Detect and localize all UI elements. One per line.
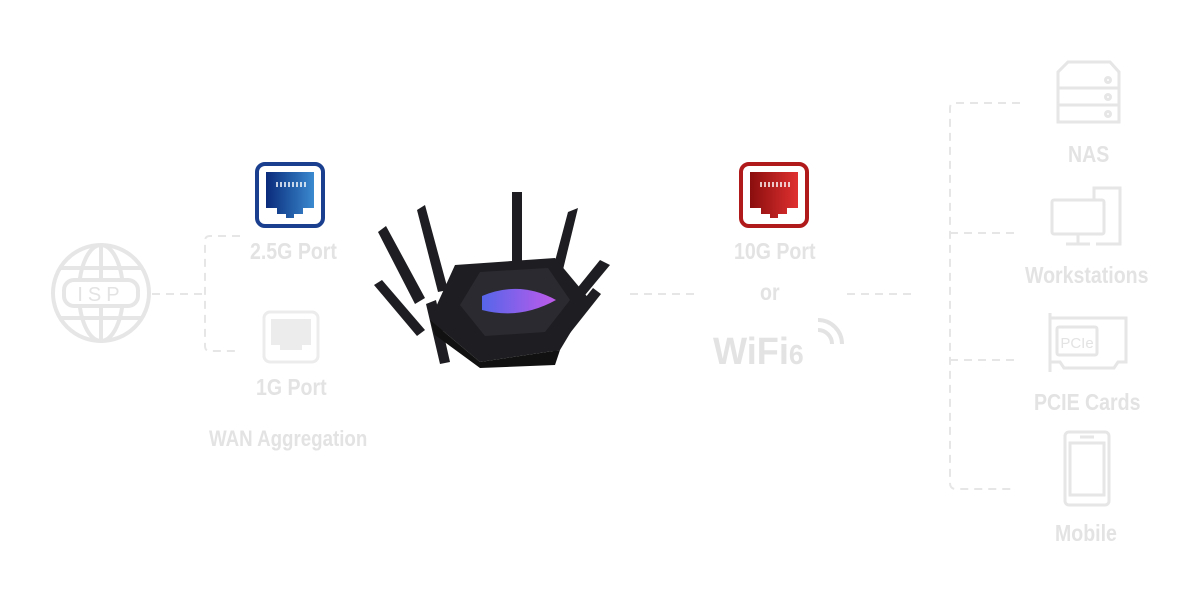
- port-1g-label: 1G Port: [256, 374, 327, 400]
- nas-icon: [1056, 60, 1121, 124]
- wifi-waves-icon: [817, 318, 844, 345]
- port-10g-label: 10G Port: [734, 238, 816, 264]
- wifi-version: 6: [788, 339, 804, 370]
- device-label-mobile: Mobile: [1055, 520, 1117, 546]
- device-label-nas: NAS: [1068, 141, 1110, 167]
- wifi-text: WiFi: [713, 331, 789, 373]
- device-label-pcie-cards: PCIE Cards: [1034, 389, 1141, 415]
- ethernet-port-blue-icon: [255, 162, 325, 228]
- connector-lines: [152, 102, 1020, 490]
- pcie-card-icon: [1048, 313, 1128, 372]
- mobile-icon: [1063, 430, 1111, 507]
- pcie-badge: PCIe: [1060, 335, 1093, 352]
- router-image: [374, 192, 610, 368]
- ethernet-port-red-icon: [739, 162, 809, 228]
- globe-icon: [51, 243, 151, 343]
- wan-aggregation-label: WAN Aggregation: [209, 426, 368, 451]
- device-label-workstations: Workstations: [1025, 262, 1149, 288]
- isp-label: ISP: [77, 284, 124, 306]
- wifi-logo: WiFi6: [713, 331, 804, 374]
- ethernet-port-faded-icon: [262, 310, 320, 364]
- or-label: or: [760, 279, 780, 305]
- port-25g-label: 2.5G Port: [250, 238, 337, 264]
- workstation-icon: [1050, 186, 1122, 246]
